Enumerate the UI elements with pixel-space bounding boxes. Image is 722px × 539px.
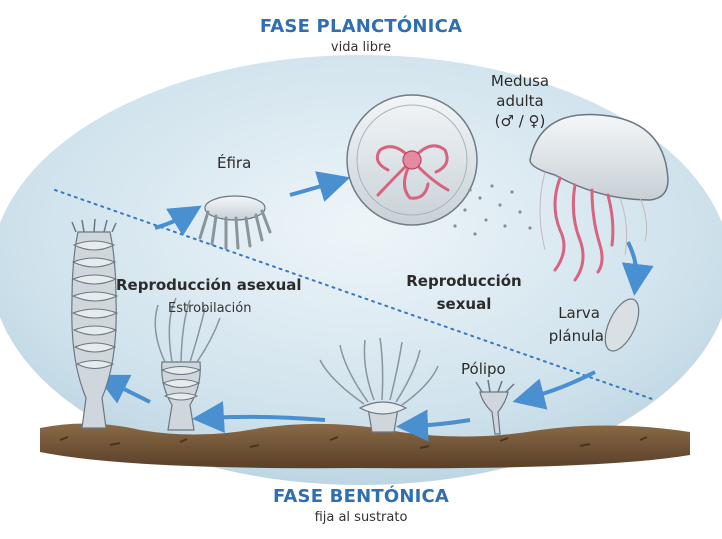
asexual-reproduction-subtitle: Estrobilación — [168, 301, 252, 316]
arrow-polyp-to-strobila-start — [192, 401, 326, 434]
phase-divider-line — [54, 189, 656, 401]
medusa-label-line2: adulta — [496, 92, 544, 110]
early-strobila-illustration — [154, 297, 221, 431]
medusa-label-line3: (♂ / ♀) — [494, 112, 546, 130]
asexual-reproduction-title: Reproducción asexual — [116, 276, 302, 294]
benthic-phase-subtitle: fija al sustrato — [314, 510, 408, 525]
arrow-medusa-to-larva — [621, 241, 654, 296]
planktonic-phase-subtitle: vida libre — [330, 40, 392, 55]
arrow-larva-to-polyp — [512, 370, 596, 410]
medusa-side-view-illustration — [529, 113, 669, 282]
arrow-strobila-to-efira — [154, 205, 202, 237]
efira-label: Éfira — [217, 154, 252, 172]
medusa-label-line1: Medusa — [490, 72, 550, 90]
young-polyp-illustration — [475, 379, 515, 435]
gamete-particles — [453, 184, 532, 236]
polipo-label: Pólipo — [461, 360, 506, 378]
arrow-efira-to-medusa — [289, 171, 351, 202]
benthic-phase-title: FASE BENTÓNICA — [272, 486, 450, 507]
arrow-polyp-to-growing-polyp — [396, 409, 471, 442]
seabed — [40, 423, 690, 469]
mature-polyp-illustration — [319, 337, 439, 433]
medusa-top-view-illustration — [346, 94, 478, 226]
larva-label-line1: Larva — [558, 304, 600, 322]
larva-label-line2: plánula — [548, 327, 604, 345]
seabed-texture — [59, 436, 648, 449]
sexual-reproduction-line2: sexual — [436, 295, 492, 313]
planktonic-phase-title: FASE PLANCTÓNICA — [259, 16, 463, 37]
arrow-strobila-growth — [95, 374, 151, 404]
sexual-reproduction-line1: Reproducción — [406, 272, 522, 290]
ephyra-illustration — [198, 195, 272, 250]
strobila-illustration — [71, 218, 119, 429]
planula-larva-illustration — [604, 298, 640, 352]
